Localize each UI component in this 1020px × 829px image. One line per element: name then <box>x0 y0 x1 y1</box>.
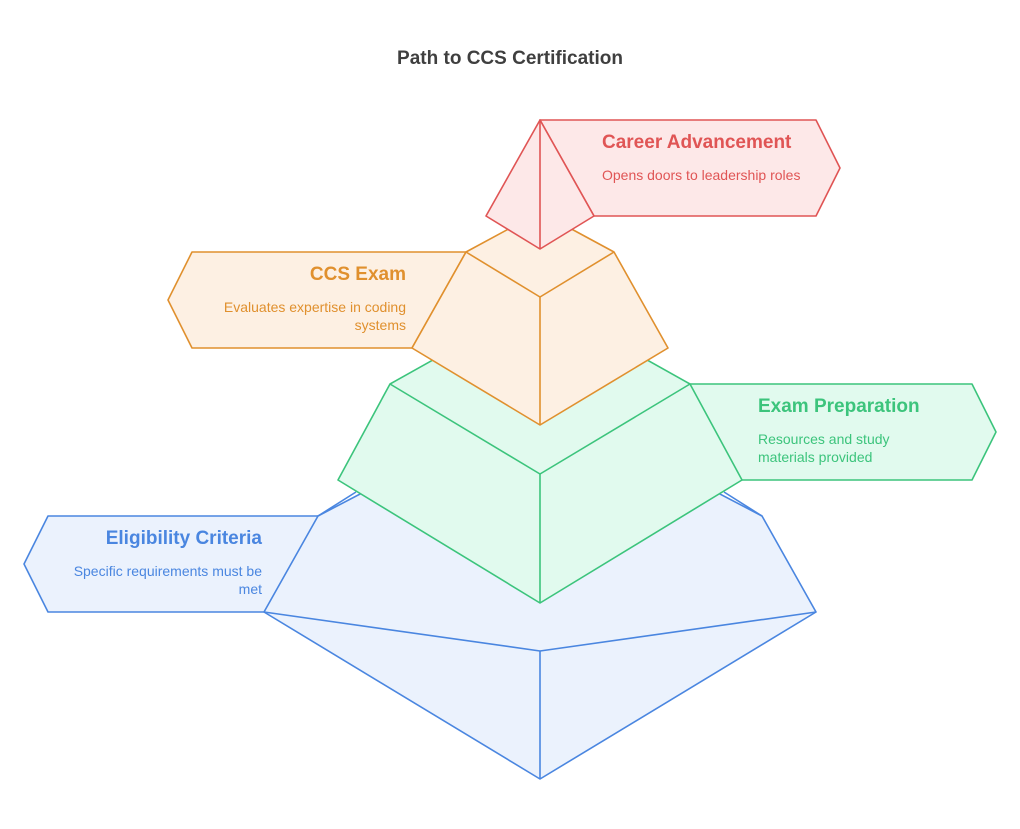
label-career: Career Advancement Opens doors to leader… <box>602 132 802 184</box>
eligibility-edge-top-left <box>317 491 357 517</box>
ccs-exam-description: Evaluates expertise in coding systems <box>223 299 406 333</box>
ccs-exam-callout <box>167 251 467 349</box>
ccs-exam-title: CCS Exam <box>309 264 406 285</box>
label-ccs-exam: CCS Exam Evaluates expertise in coding s… <box>196 264 406 334</box>
exam-prep-description: Resources and study materials provided <box>758 431 890 465</box>
diagram-title: Path to CCS Certification <box>397 48 623 69</box>
level-ccs-exam <box>167 211 669 426</box>
label-eligibility: Eligibility Criteria Specific requiremen… <box>60 528 262 598</box>
eligibility-edge-right <box>539 611 817 652</box>
ccs-exam-edge-right <box>539 251 615 298</box>
exam-prep-edge-right <box>539 383 691 475</box>
career-description: Opens doors to leadership roles <box>602 167 801 183</box>
eligibility-description: Specific requirements must be met <box>73 563 262 597</box>
level-career <box>485 119 841 250</box>
ccs-exam-edge-left <box>465 251 541 298</box>
label-exam-prep: Exam Preparation Resources and study mat… <box>758 396 928 466</box>
eligibility-title: Eligibility Criteria <box>105 528 262 549</box>
level-exam-prep <box>337 299 997 604</box>
eligibility-edge-top-right <box>723 491 763 517</box>
exam-prep-edge-left <box>389 383 541 475</box>
eligibility-callout <box>23 515 319 613</box>
career-title: Career Advancement <box>602 132 792 153</box>
eligibility-edge-left <box>263 611 541 652</box>
exam-prep-title: Exam Preparation <box>758 396 920 417</box>
